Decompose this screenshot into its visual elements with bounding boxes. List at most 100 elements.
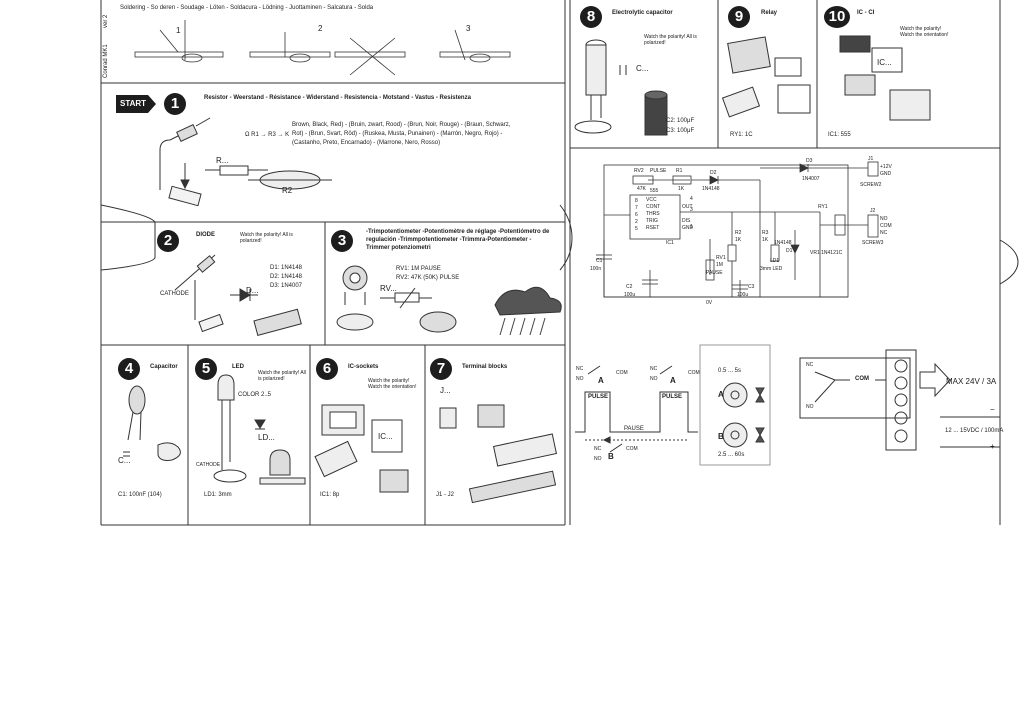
resistor-colors-1: Brown, Black, Red) - (Bruin, zwart, Rood… xyxy=(292,122,511,128)
diode-cathode: CATHODE xyxy=(160,291,189,297)
sch-d2: D2 xyxy=(710,170,717,176)
sch-j2-com: COM xyxy=(880,223,892,229)
sch-d3: D3 xyxy=(806,158,813,164)
sch-pin-6: 6 xyxy=(635,212,638,218)
step-number-8: 8 xyxy=(580,6,602,28)
ic-part: IC1: 555 xyxy=(828,132,851,138)
sch-r2: R2 xyxy=(735,230,742,236)
led-title: LED xyxy=(232,364,244,370)
sch-ic-pin-thrs: THRS xyxy=(646,211,660,217)
capacitor-title: Capacitor xyxy=(150,364,178,370)
resistor-colors-3: (Castanho, Preto, Encarnado) - (Marrone,… xyxy=(292,140,441,146)
sch-ic-name: IC1 xyxy=(666,240,674,246)
sch-c3-val: 100u xyxy=(737,292,749,298)
timing-b-dial: B xyxy=(718,432,724,441)
start-label: START xyxy=(120,99,147,108)
sch-pin-5: 5 xyxy=(635,226,638,232)
sch-c1-val: 100n xyxy=(590,266,602,272)
terminal-part: J1 - J2 xyxy=(436,492,455,498)
sch-r1: R1 xyxy=(676,168,683,174)
output-supply: 12 ... 15VDC / 100mA xyxy=(945,428,1004,434)
sch-pin-1: 1 xyxy=(690,224,693,230)
sch-c1: C1 xyxy=(596,258,603,264)
led-part: LD1: 3mm xyxy=(204,492,232,498)
output-nc: NC xyxy=(806,362,814,368)
electrolytic-title: Electrolytic capacitor xyxy=(612,10,673,16)
trimpot-title-3: Trimmer potenziometri xyxy=(366,245,431,251)
trimpot-title-2: regulación -Trimmpotentiometer -Trimmrа-… xyxy=(366,237,532,243)
sch-d2-val: 1N4148 xyxy=(702,186,720,192)
sch-ic-pin-trig: TRIG xyxy=(646,218,658,224)
timing-no-top: NO xyxy=(576,376,584,382)
electrolytic-part-1: C2: 100μF xyxy=(666,118,695,124)
timing-com-left: COM xyxy=(616,370,628,376)
step-number-4: 4 xyxy=(118,358,140,380)
sch-pulse: PULSE xyxy=(650,168,667,174)
ic-label: IC... xyxy=(877,58,892,67)
sch-j1: J1 xyxy=(868,156,874,162)
sheet-code: Conrad MK1 xyxy=(103,44,109,78)
socket-part: IC1: 8p xyxy=(320,492,340,498)
diode-part-2: D2: 1N4148 xyxy=(270,274,303,280)
resistor-title: Resistor - Weerstand - Résistance - Wide… xyxy=(204,95,471,101)
led-cathode: CATHODE xyxy=(196,462,221,468)
terminal-title: Terminal blocks xyxy=(462,364,508,370)
timing-pulse-right: PULSE xyxy=(662,394,683,400)
sch-pin-8: 8 xyxy=(635,198,638,204)
socket-note: Watch the polarity! Watch the orientatio… xyxy=(368,378,417,390)
sch-c2: C2 xyxy=(626,284,633,290)
relay-title: Relay xyxy=(761,10,778,16)
sch-rv2-val: 47K xyxy=(637,186,646,192)
sch-ic-pin-dis: DIS xyxy=(682,218,691,224)
step-number-5: 5 xyxy=(195,358,217,380)
sch-j2-part: SCREW3 xyxy=(862,240,884,246)
step-number-3: 3 xyxy=(331,230,353,252)
terminal-label: J... xyxy=(440,386,451,395)
sch-ry1-val: VR1 1N4121C xyxy=(810,250,843,256)
timing-a-dial: A xyxy=(718,390,724,399)
sch-c3: C3 xyxy=(748,284,755,290)
sch-r2-val: 1K xyxy=(735,237,742,243)
solder-step-1: 1 xyxy=(176,26,181,35)
soldering-heading: Soldering - So deren - Soudage - Löten -… xyxy=(120,5,374,11)
ic-note: Watch the polarity! Watch the orientatio… xyxy=(900,26,949,38)
trimpot-label: RV... xyxy=(380,284,397,293)
diode-part-1: D1: 1N4148 xyxy=(270,265,303,271)
diode-note: Watch the polarity! All is polarized! xyxy=(240,232,293,244)
trimpot-part-1: RV1: 1M PAUSE xyxy=(396,266,441,272)
output-no: NO xyxy=(806,404,814,410)
sch-pin-7: 7 xyxy=(635,205,638,211)
electrolytic-label: C... xyxy=(636,64,649,73)
sch-ry1: RY1 xyxy=(818,204,828,210)
socket-label: IC... xyxy=(378,432,393,441)
diode-title: DIODE xyxy=(196,232,216,238)
start-badge: START xyxy=(116,95,156,113)
sch-pin-2: 2 xyxy=(635,219,638,225)
step-number-6: 6 xyxy=(316,358,338,380)
sch-ic-pin-cont: CONT xyxy=(646,204,661,210)
timing-nc-right: NC xyxy=(650,366,658,372)
led-label: LD... xyxy=(258,433,275,442)
step-number-10: 10 xyxy=(824,6,850,28)
sch-ic-value: 555 xyxy=(650,188,659,194)
timing-a-left: A xyxy=(598,376,604,385)
timing-pulse-left: PULSE xyxy=(588,394,609,400)
timing-range-b: 2.5 ... 60s xyxy=(718,452,745,458)
sch-pin-3: 3 xyxy=(690,207,693,213)
diode-label: D... xyxy=(246,286,259,295)
timing-nc-top: NC xyxy=(576,366,584,372)
timing-nc-bottom: NC xyxy=(594,446,602,452)
resistor-label: R... xyxy=(216,156,229,165)
sch-pin-4: 4 xyxy=(690,196,693,202)
sch-d1-val: 1N4148 xyxy=(774,240,792,246)
ic-title: IC - CI xyxy=(857,10,875,16)
output-plus: + xyxy=(990,442,995,451)
timing-com-right: COM xyxy=(688,370,700,376)
sch-j2-no: NO xyxy=(880,216,888,222)
output-minus: − xyxy=(990,405,995,414)
sch-r3-val: 1K xyxy=(762,237,769,243)
sch-pause: PAUSE xyxy=(706,270,723,276)
capacitor-part: C1: 100nF (104) xyxy=(118,492,162,498)
